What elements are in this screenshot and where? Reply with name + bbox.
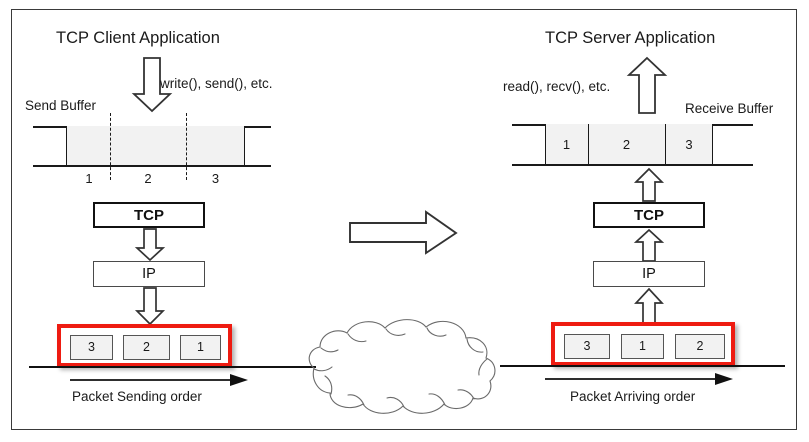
network-direction-block-arrow: [349, 210, 458, 255]
client-packet-1: 3: [70, 335, 113, 360]
client-tcp-to-ip-arrow: [134, 228, 166, 262]
server-wire-line: [500, 365, 785, 367]
send-buffer-segment-3: 3: [211, 171, 220, 186]
server-packet-1: 3: [564, 334, 610, 359]
server-ip-to-tcp-arrow: [633, 228, 665, 262]
send-buffer-filled-region: [66, 126, 245, 165]
client-packet-2: 2: [123, 335, 170, 360]
receive-buffer-divider-2: [665, 124, 666, 164]
server-wire-label: Packet Arriving order: [570, 389, 696, 404]
client-tcp-box: TCP: [93, 202, 205, 228]
receive-buffer-filled-region: [545, 124, 713, 164]
server-api-call-label: read(), recv(), etc.: [503, 79, 611, 94]
client-packet-group: 3 2 1: [57, 324, 232, 367]
send-buffer-segment-1: 1: [85, 171, 93, 186]
send-buffer-divider-1: [110, 113, 111, 180]
server-read-block-arrow: [626, 56, 668, 114]
receive-buffer-bottom-line: [512, 164, 753, 166]
client-wire-line: [29, 366, 316, 368]
client-packet-3: 1: [180, 335, 221, 360]
send-buffer-label: Send Buffer: [25, 98, 97, 113]
receive-buffer-label: Receive Buffer: [685, 101, 774, 116]
client-direction-arrow: [70, 374, 248, 386]
server-tcp-to-buffer-arrow: [633, 167, 665, 202]
server-application-title: TCP Server Application: [545, 29, 716, 47]
server-ip-box: IP: [593, 261, 705, 287]
send-buffer-bottom-line: [33, 165, 271, 167]
receive-buffer-segment-3: 3: [685, 137, 693, 152]
server-direction-arrow: [545, 373, 733, 385]
client-wire-label: Packet Sending order: [72, 389, 202, 404]
network-cloud-icon: [308, 319, 496, 414]
server-tcp-box: TCP: [593, 202, 705, 228]
server-packet-2: 1: [621, 334, 664, 359]
client-application-title: TCP Client Application: [56, 29, 220, 47]
receive-buffer-segment-1: 1: [562, 137, 571, 152]
client-write-block-arrow: [131, 57, 173, 113]
server-wire-to-ip-arrow: [634, 287, 664, 326]
receive-buffer-divider-1: [588, 124, 589, 164]
client-ip-to-wire-arrow: [134, 287, 166, 326]
send-buffer-segment-2: 2: [144, 171, 152, 186]
send-buffer-divider-2: [186, 113, 187, 180]
receive-buffer-segment-2: 2: [622, 137, 631, 152]
client-api-call-label: write(), send(), etc.: [160, 76, 273, 91]
client-ip-box: IP: [93, 261, 205, 287]
server-packet-3: 2: [675, 334, 725, 359]
server-packet-group: 3 1 2: [551, 322, 735, 366]
